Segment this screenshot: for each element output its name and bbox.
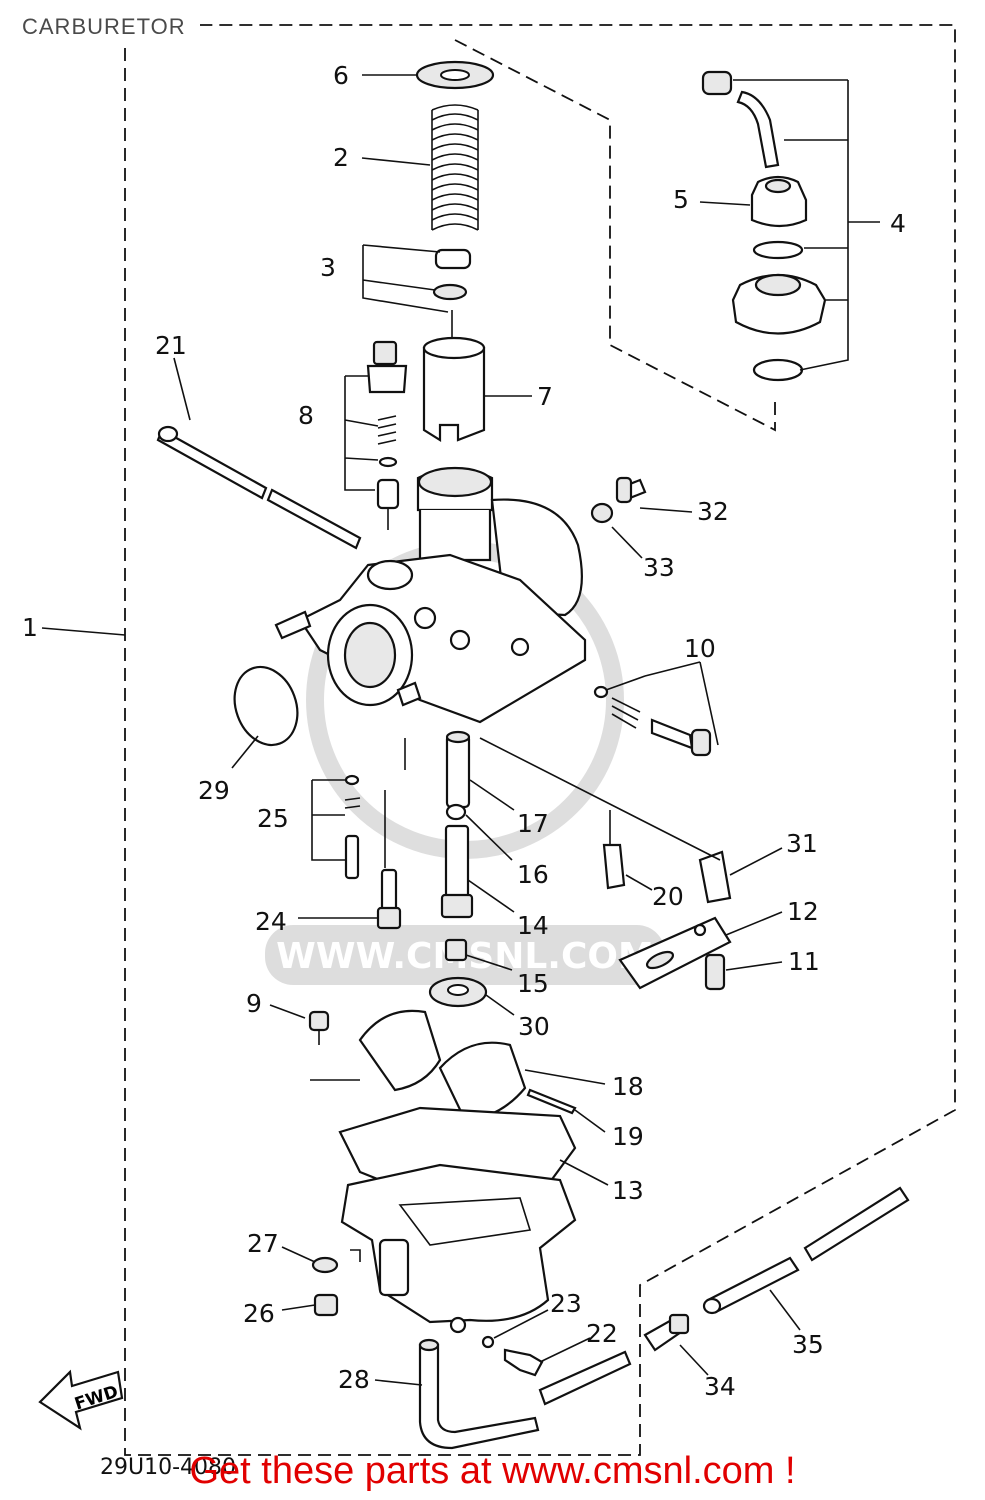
callout-29: 29 <box>198 776 230 805</box>
hose-segment <box>538 1350 632 1406</box>
callout-34: 34 <box>704 1372 736 1401</box>
part-20-float-valve <box>602 843 626 890</box>
part-4-cap-assembly <box>701 70 827 382</box>
callout-5: 5 <box>673 185 689 214</box>
part-9-screw <box>308 1010 330 1045</box>
part-29-o-ring <box>233 665 299 747</box>
callout-19: 19 <box>612 1122 644 1151</box>
callout-22: 22 <box>586 1319 618 1348</box>
part-31-bracket <box>698 850 732 904</box>
carburetor-body <box>274 466 587 724</box>
callout-9: 9 <box>246 989 262 1018</box>
part-28-drain-hose <box>418 1343 540 1450</box>
part-17-needle-jet <box>445 730 471 809</box>
part-10-pilot-screw <box>593 685 712 757</box>
callout-labels: 1 2 3 4 5 6 7 8 9 10 11 12 13 14 15 16 1… <box>22 61 906 1401</box>
callout-14: 14 <box>517 911 549 940</box>
callout-3: 3 <box>320 253 336 282</box>
part-32-screw <box>615 476 647 504</box>
part-26-drain-screw <box>313 1293 339 1317</box>
float-bowl <box>340 1163 577 1334</box>
leader-lines <box>41 74 880 1386</box>
callout-26: 26 <box>243 1299 275 1328</box>
callout-23: 23 <box>550 1289 582 1318</box>
part-33-washer <box>590 502 614 524</box>
part-23-o-ring <box>481 1335 495 1349</box>
callout-12: 12 <box>787 897 819 926</box>
part-22-air-screw <box>503 1348 544 1377</box>
part-21-hose <box>156 425 362 550</box>
callout-33: 33 <box>643 553 675 582</box>
figure-code: 29U10-4080 <box>100 1455 237 1480</box>
callout-17: 17 <box>517 809 549 838</box>
callout-27: 27 <box>247 1229 279 1258</box>
callout-1: 1 <box>22 613 38 642</box>
callout-11: 11 <box>788 947 820 976</box>
callout-2: 2 <box>333 143 349 172</box>
callout-4: 4 <box>890 209 906 238</box>
part-15-main-jet <box>444 938 468 962</box>
assembly-boundary <box>124 24 956 1456</box>
part-14-main-nozzle <box>440 824 474 919</box>
callout-18: 18 <box>612 1072 644 1101</box>
callout-10: 10 <box>684 634 716 663</box>
part-11-screw <box>704 953 726 991</box>
callout-31: 31 <box>786 829 818 858</box>
callout-7: 7 <box>537 382 553 411</box>
callout-28: 28 <box>338 1365 370 1394</box>
callout-25: 25 <box>257 804 289 833</box>
page-title: CARBURETOR <box>22 14 186 39</box>
callout-6: 6 <box>333 61 349 90</box>
promo-link[interactable]: Get these parts at www.cmsnl.com ! <box>189 1450 796 1492</box>
part-3-needle-clip <box>432 248 472 345</box>
callout-13: 13 <box>612 1176 644 1205</box>
callout-8: 8 <box>298 401 314 430</box>
part-2-spring <box>431 104 479 231</box>
part-25-pilot-jet <box>344 774 361 880</box>
callout-20: 20 <box>652 882 684 911</box>
part-12-plate <box>618 916 732 990</box>
callout-35: 35 <box>792 1330 824 1359</box>
part-27-washer <box>311 1256 339 1274</box>
part-30-washer <box>428 976 488 1008</box>
part-34-fitting <box>643 1313 690 1352</box>
part-6-washer <box>415 60 495 90</box>
fwd-arrow-icon: FWD <box>38 1369 124 1431</box>
callout-24: 24 <box>255 907 287 936</box>
lid-connector <box>454 39 776 432</box>
part-7-throttle-valve <box>422 336 486 442</box>
part-16-o-ring <box>445 803 467 821</box>
callout-30: 30 <box>518 1012 550 1041</box>
callout-21: 21 <box>155 331 187 360</box>
part-19-float-pin <box>526 1088 577 1115</box>
part-35-hose <box>702 1186 910 1315</box>
callout-32: 32 <box>697 497 729 526</box>
hose-end <box>418 1338 440 1352</box>
part-5-rubber-cap <box>750 175 808 228</box>
callout-15: 15 <box>517 969 549 998</box>
part-24-starter-jet <box>376 868 402 930</box>
callout-16: 16 <box>517 860 549 889</box>
part-8-starter-plunger <box>366 340 408 530</box>
part-18-float <box>358 1009 527 1122</box>
